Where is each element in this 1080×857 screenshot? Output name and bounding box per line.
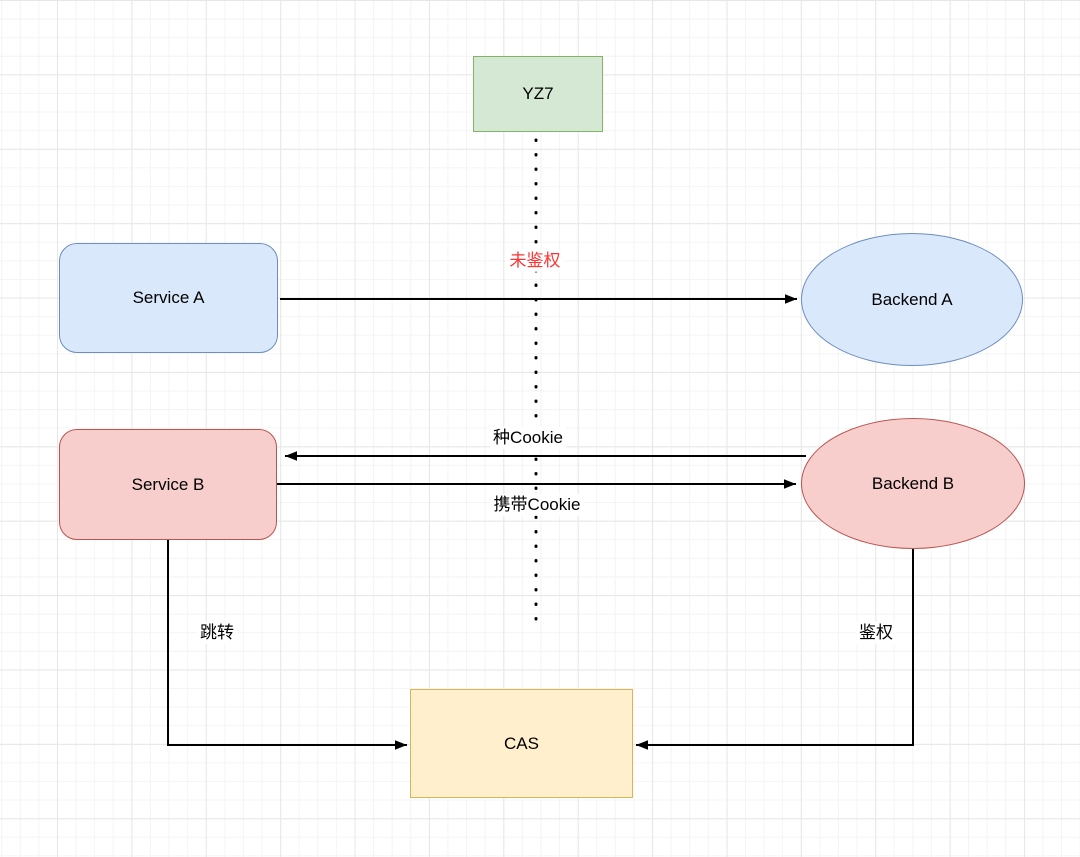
edge-label-auth: 鉴权: [856, 621, 896, 645]
node-backend-b-label: Backend B: [871, 473, 955, 493]
edge-backend-b-to-cas: [636, 549, 914, 750]
node-yz7-label: YZ7: [522, 84, 554, 103]
edge-service-b-to-cas: [167, 540, 407, 750]
node-cas: CAS: [410, 689, 633, 798]
node-service-b: Service B: [59, 429, 277, 540]
node-backend-a: Backend A: [801, 233, 1023, 366]
edge-label-carry-cookie: 携带Cookie: [490, 493, 584, 517]
node-cas-label: CAS: [504, 733, 539, 753]
node-service-a: Service A: [59, 243, 278, 353]
node-yz7: YZ7: [473, 56, 603, 132]
node-backend-a-label: Backend A: [871, 289, 953, 309]
edge-label-unauthenticated: 未鉴权: [506, 249, 564, 273]
edge-label-set-cookie: 种Cookie: [490, 426, 566, 450]
edge-label-redirect: 跳转: [197, 621, 237, 645]
node-service-b-label: Service B: [131, 474, 205, 494]
node-backend-b: Backend B: [801, 418, 1025, 549]
node-service-a-label: Service A: [132, 288, 205, 307]
